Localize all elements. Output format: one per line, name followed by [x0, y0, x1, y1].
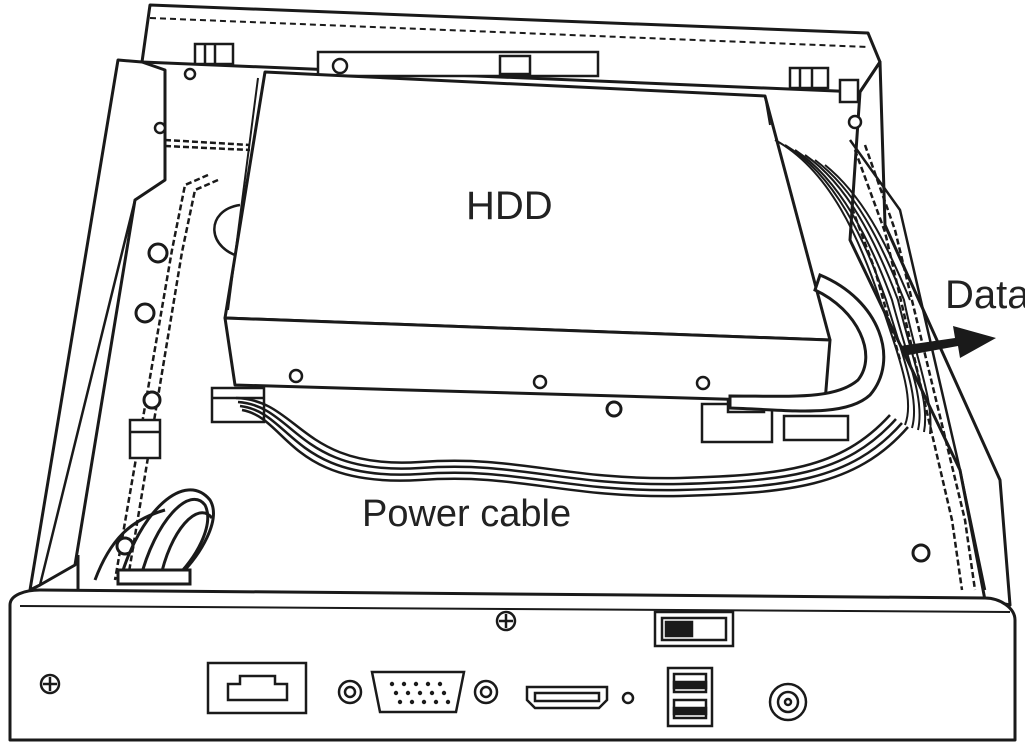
- screw-icon: [134, 302, 156, 324]
- rear-wall-details: [153, 42, 863, 135]
- screw-icon: [911, 543, 931, 563]
- data-cable: [728, 272, 886, 413]
- panel-screw-icon: [39, 673, 61, 695]
- power-cable: [235, 396, 909, 498]
- screw-icon: [605, 400, 623, 418]
- usb-ports-icon: [666, 666, 714, 728]
- floor-left-details: [128, 203, 246, 460]
- left-side-wall: [28, 58, 167, 592]
- floor-screws: [115, 242, 931, 563]
- front-panel: [8, 588, 1017, 742]
- data-direction-arrow: [900, 326, 996, 358]
- hdd-connectors: [210, 386, 850, 444]
- chassis-tray: [28, 3, 1012, 607]
- hdd-screw-hole: [532, 374, 548, 390]
- hdd-screw-hole: [695, 375, 711, 391]
- lan-port-icon: [206, 661, 308, 715]
- sata-data-port: [782, 414, 850, 442]
- front-panel-ports: [39, 610, 808, 728]
- screw-icon: [142, 390, 162, 410]
- data-cable-bundle: [774, 139, 932, 435]
- data-label: Data: [945, 273, 1025, 317]
- dc-power-jack-icon: [768, 682, 808, 722]
- hdd-drive: [223, 70, 832, 404]
- hdd-label: HDD: [466, 184, 553, 228]
- power-cable-label: Power cable: [362, 493, 571, 535]
- panel-screw-icon: [495, 610, 517, 632]
- vga-port-icon: [337, 670, 499, 714]
- power-switch-icon: [653, 610, 735, 648]
- screw-icon: [147, 242, 169, 264]
- right-side-wall: [848, 60, 1012, 607]
- hdmi-port-icon: [525, 685, 609, 710]
- led-hole-icon: [621, 691, 635, 705]
- rear-wall: [140, 3, 882, 94]
- left-fan-wires: [76, 488, 215, 590]
- hdd-screw-hole: [288, 368, 304, 384]
